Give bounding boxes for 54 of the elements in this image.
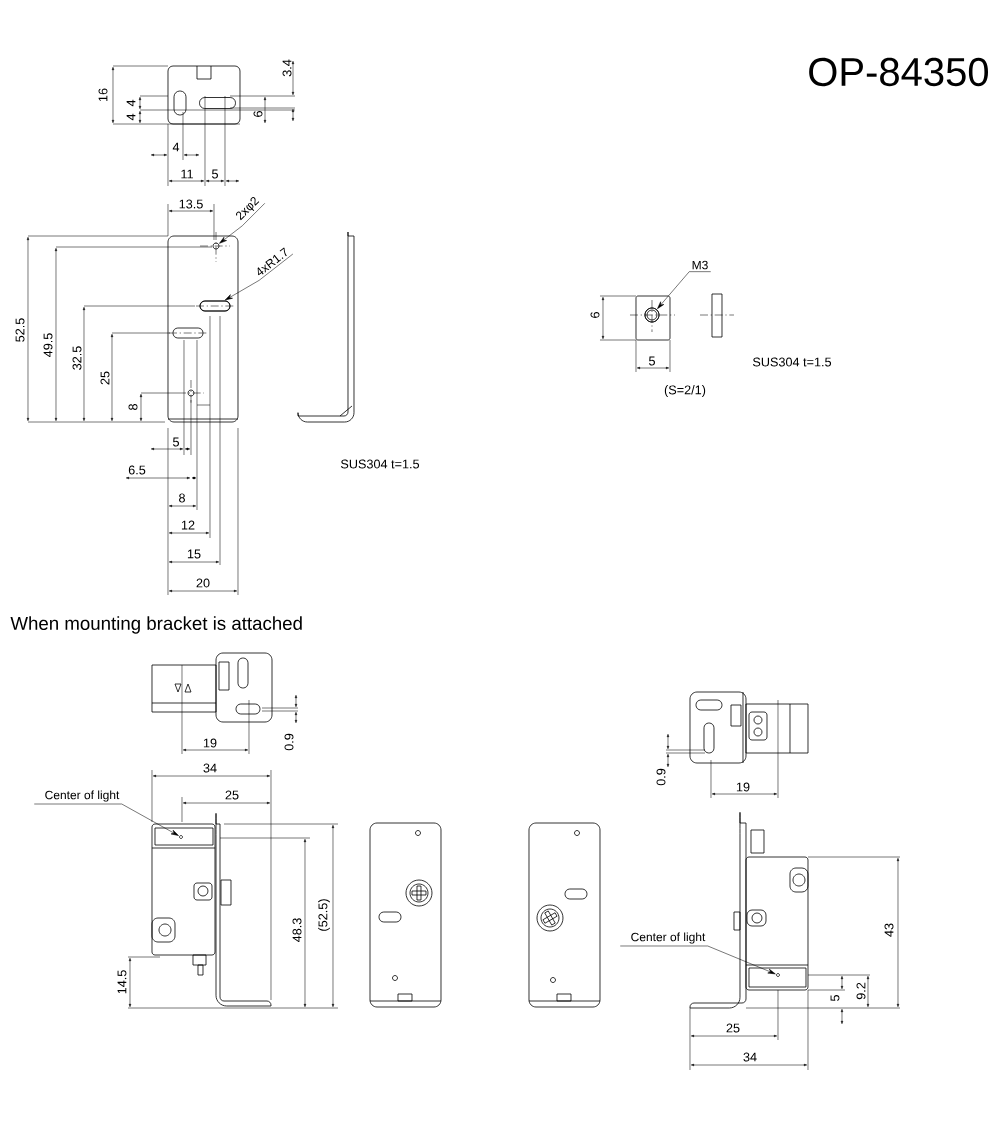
dimension-value: 6.5 — [128, 465, 146, 475]
leader-line — [219, 203, 266, 244]
material-note: SUS304 t=1.5 — [340, 459, 420, 469]
dimension-value: 32.5 — [72, 346, 82, 370]
dimension-value: 5 — [212, 169, 218, 179]
hole — [644, 307, 660, 323]
hole — [776, 973, 780, 977]
dimension-value: 43 — [884, 923, 894, 937]
hole — [179, 835, 183, 839]
dimension-value: 11 — [181, 169, 193, 179]
material-note: (S=2/1) — [664, 385, 706, 397]
dimension-value: 6 — [590, 312, 600, 318]
callout-text: Center of light — [45, 790, 120, 802]
slot-hole — [199, 300, 231, 312]
dimension-value: 52.5 — [15, 318, 25, 342]
dimension-value: 49.5 — [43, 333, 53, 358]
dimension-value: 19 — [203, 738, 217, 748]
dimension-value: 25 — [100, 371, 110, 385]
dimension-value: 25 — [225, 790, 239, 800]
section-heading: When mounting bracket is attached — [10, 616, 302, 634]
dimension-value: 5 — [173, 437, 179, 447]
dimension-value: 19 — [736, 782, 750, 792]
callout-text: M3 — [692, 260, 708, 270]
dimension-value: 13.5 — [179, 199, 203, 209]
dimension-value: 8 — [179, 493, 185, 503]
dimension-value: 0.9 — [284, 733, 294, 751]
dimension-value: 0.9 — [656, 768, 666, 786]
drawing-number: OP-84350 — [809, 57, 988, 87]
dimension-value: 4 — [126, 113, 136, 121]
dimension-value: 48.3 — [292, 918, 302, 943]
hole — [212, 242, 220, 250]
dimension-value: 4 — [126, 99, 136, 107]
dimension-value: 16 — [98, 88, 108, 102]
leader-line — [34, 803, 179, 836]
dimension-value: 12 — [181, 520, 195, 530]
material-note: SUS304 t=1.5 — [752, 357, 832, 367]
dimension-value: 5 — [649, 356, 655, 366]
dimension-value: 3.4 — [282, 59, 292, 77]
dimension-value: 34 — [743, 1052, 757, 1062]
leader-line — [224, 253, 294, 301]
dimension-value: 4 — [172, 142, 180, 152]
dimension-value: 5 — [830, 995, 840, 1002]
callout-text: Center of light — [631, 932, 706, 944]
leader-line — [619, 945, 776, 975]
dimension-value: 20 — [196, 578, 210, 588]
dimension-value: 6 — [253, 111, 263, 117]
dimension-value: 25 — [726, 1023, 740, 1033]
dimension-value: 15 — [187, 549, 201, 559]
dimension-value: 9.2 — [856, 982, 866, 1000]
leader-line — [657, 271, 711, 309]
dimension-value: 8 — [128, 404, 138, 410]
dimension-value: 34 — [203, 763, 217, 773]
dimension-value: (52.5) — [318, 899, 330, 931]
dimension-value: 14.5 — [117, 970, 127, 994]
